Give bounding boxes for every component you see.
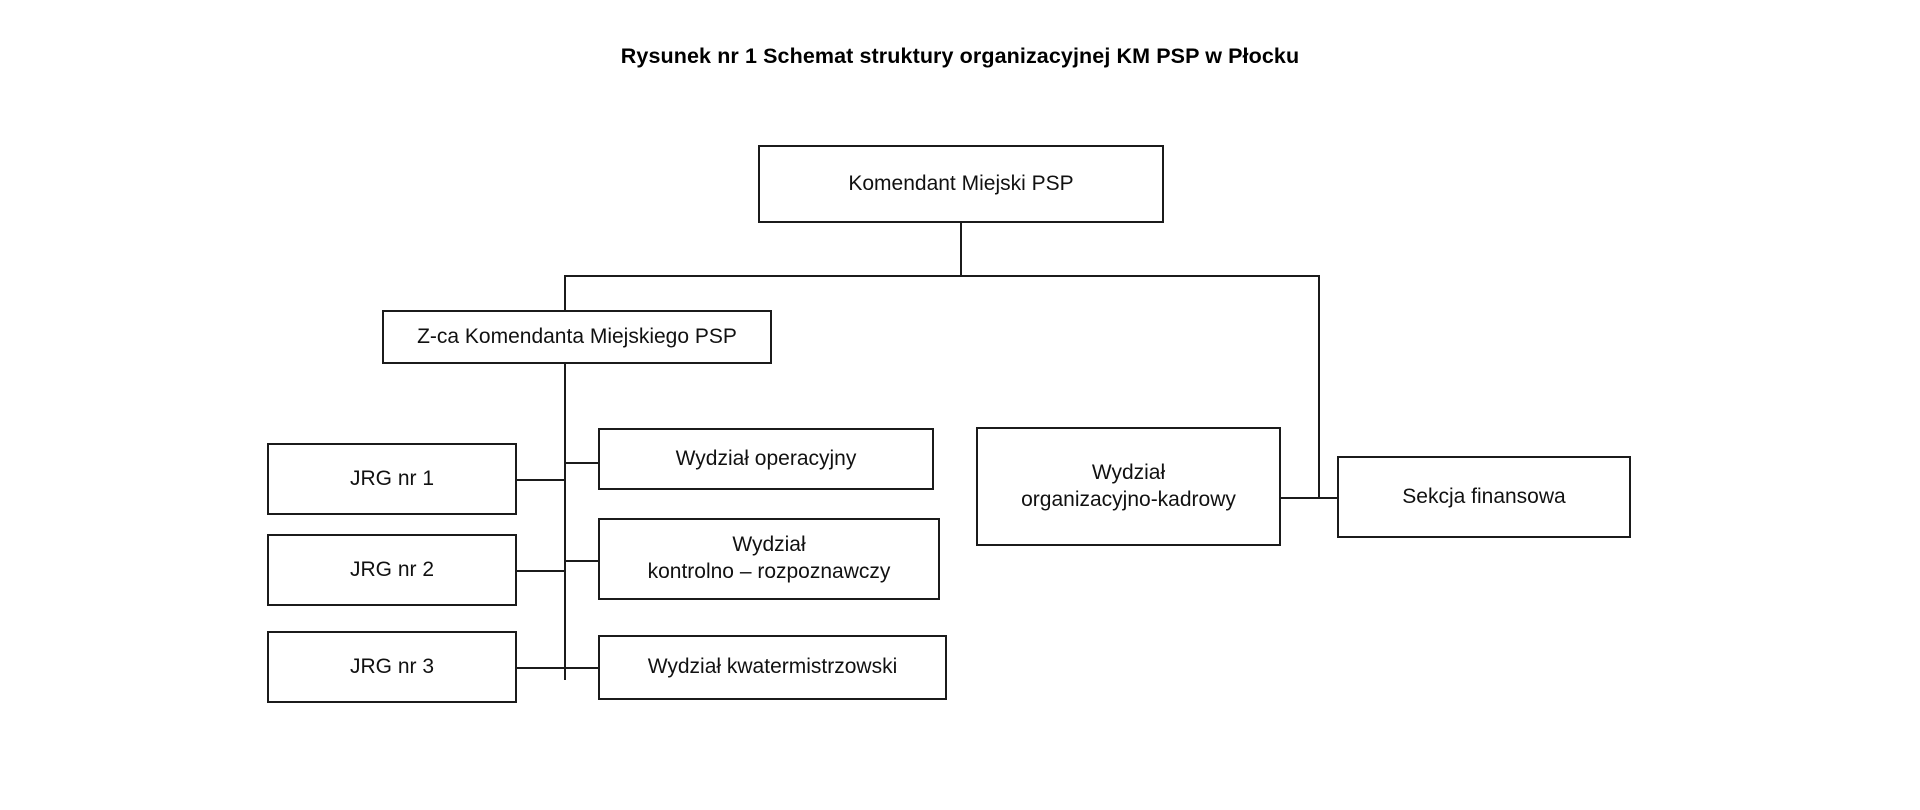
page-title: Rysunek nr 1 Schemat struktury organizac… xyxy=(620,44,1300,68)
node-wydzial-operacyjny[interactable]: Wydział operacyjny xyxy=(598,428,934,490)
node-jrg-nr-3[interactable]: JRG nr 3 xyxy=(267,631,517,703)
connector-organizacyjno-kadrowy-to-sekcja-finansowa xyxy=(1280,497,1338,499)
node-label: Wydział kontrolno – rozpoznawczy xyxy=(647,533,891,583)
connector-zca-to-wydzial-operacyjny xyxy=(564,462,598,464)
connector-zca-to-wydzial-kwatermistrzowski xyxy=(564,667,598,669)
node-sekcja-finansowa[interactable]: Sekcja finansowa xyxy=(1337,456,1631,538)
node-label: JRG nr 3 xyxy=(349,654,435,678)
node-komendant-miejski-psp[interactable]: Komendant Miejski PSP xyxy=(758,145,1164,223)
connector-komendant-drop xyxy=(960,222,962,276)
node-label: Komendant Miejski PSP xyxy=(848,171,1074,195)
node-label: Sekcja finansowa xyxy=(1402,484,1566,508)
connector-bus-to-zca xyxy=(564,275,566,313)
connector-zca-to-jrg2 xyxy=(517,570,564,572)
connector-zca-spine xyxy=(564,363,566,680)
connector-zca-to-jrg3 xyxy=(517,667,564,669)
node-wydzial-organizacyjno-kadrowy[interactable]: Wydział organizacyjno-kadrowy xyxy=(976,427,1281,546)
node-label: Wydział kwatermistrzowski xyxy=(647,655,898,679)
node-jrg-nr-1[interactable]: JRG nr 1 xyxy=(267,443,517,515)
node-label: Wydział organizacyjno-kadrowy xyxy=(1021,460,1236,511)
connector-zca-to-wydzial-kontrolno xyxy=(564,560,598,562)
node-jrg-nr-2[interactable]: JRG nr 2 xyxy=(267,534,517,606)
node-label: JRG nr 1 xyxy=(349,466,435,490)
connector-main-bus xyxy=(564,275,1320,277)
node-label: Wydział operacyjny xyxy=(675,446,857,470)
node-label: Z-ca Komendanta Miejskiego PSP xyxy=(417,324,737,348)
node-label: JRG nr 2 xyxy=(349,557,435,581)
node-wydzial-kwatermistrzowski[interactable]: Wydział kwatermistrzowski xyxy=(598,635,947,700)
node-zca-komendanta-miejskiego-psp[interactable]: Z-ca Komendanta Miejskiego PSP xyxy=(382,310,772,364)
node-wydzial-kontrolno-rozpoznawczy[interactable]: Wydział kontrolno – rozpoznawczy xyxy=(598,518,940,600)
connector-zca-to-jrg1 xyxy=(517,479,564,481)
connector-bus-to-organizacyjno-kadrowy xyxy=(1318,275,1320,499)
